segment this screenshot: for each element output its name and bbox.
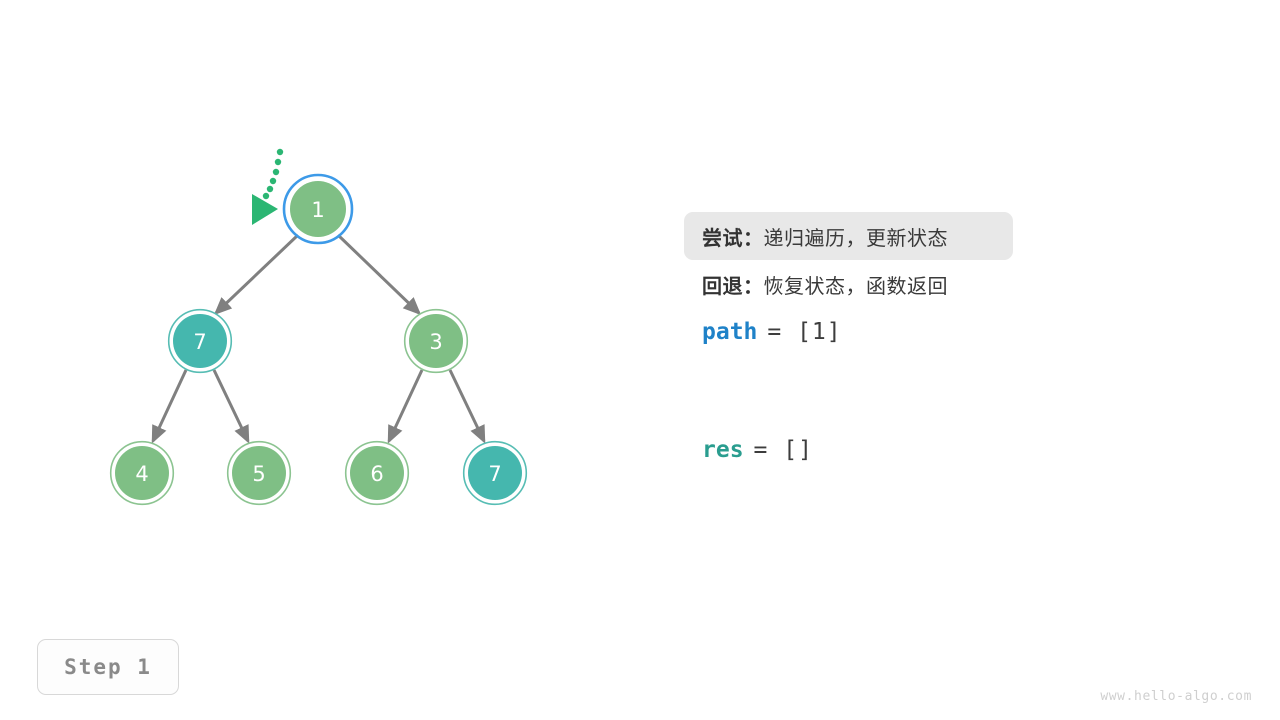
node-value: 7: [193, 330, 206, 354]
res-variable-name: res: [702, 437, 744, 463]
edge-3-to-6: [387, 369, 424, 444]
node-value: 1: [311, 198, 324, 222]
node-highlight-ring: [282, 173, 354, 245]
traversal-pointer-icon: [252, 148, 284, 225]
node-ring: [285, 176, 351, 242]
path-variable-value: = [1]: [767, 319, 842, 345]
node-ring-inner: [111, 442, 173, 504]
backtrack-phase-text: 恢复状态，函数返回: [763, 273, 948, 298]
tree-node-5[interactable]: 5: [226, 440, 292, 506]
state-info-panel: 尝试： 递归遍历，更新状态 回退： 恢复状态，函数返回 path = [1] r…: [684, 212, 1104, 474]
step-badge: Step 1: [37, 639, 179, 695]
node-value: 3: [429, 330, 442, 354]
edge-3-to-7: [448, 369, 486, 444]
node-ring: [462, 440, 528, 506]
node-circle: [115, 446, 169, 500]
res-variable-value: = []: [753, 437, 813, 463]
node-circle: [350, 446, 404, 500]
res-variable-row: res = []: [684, 426, 1104, 474]
tree-node-7-right[interactable]: 7: [462, 440, 528, 506]
node-circle: [290, 181, 346, 237]
node-ring: [403, 308, 469, 374]
backtrack-phase-label: 回退：: [702, 273, 764, 298]
node-ring: [344, 440, 410, 506]
try-phase-row: 尝试： 递归遍历，更新状态: [684, 212, 1013, 260]
spacer-row: [684, 356, 1104, 426]
node-ring: [167, 308, 233, 374]
path-variable-name: path: [702, 319, 758, 345]
node-ring-inner: [228, 442, 290, 504]
tree-node-7-left[interactable]: 7: [167, 308, 233, 374]
edge-7-to-4: [151, 369, 188, 444]
tree-node-4[interactable]: 4: [109, 440, 175, 506]
node-ring-inner: [464, 442, 526, 504]
backtrack-phase-row: 回退： 恢复状态，函数返回: [684, 260, 1104, 308]
edge-1-to-3: [336, 233, 422, 316]
path-variable-row: path = [1]: [684, 308, 1104, 356]
tree-node-6[interactable]: 6: [344, 440, 410, 506]
node-ring: [226, 440, 292, 506]
node-ring-inner: [405, 310, 467, 372]
tree-node-3[interactable]: 3: [403, 308, 469, 374]
site-watermark: www.hello-algo.com: [1100, 689, 1252, 704]
node-value: 4: [135, 462, 148, 486]
node-value: 7: [488, 462, 501, 486]
node-value: 6: [370, 462, 383, 486]
tree-edges: [151, 233, 486, 444]
try-phase-label: 尝试：: [702, 225, 764, 250]
node-circle: [409, 314, 463, 368]
node-circle: [468, 446, 522, 500]
node-value: 5: [252, 462, 265, 486]
tree-node-1[interactable]: 1: [282, 173, 354, 245]
node-circle: [173, 314, 227, 368]
edge-1-to-7: [213, 233, 300, 316]
edge-7-to-5: [212, 369, 250, 444]
node-ring-inner: [346, 442, 408, 504]
node-circle: [232, 446, 286, 500]
node-ring-inner: [169, 310, 231, 372]
try-phase-text: 递归遍历，更新状态: [763, 225, 948, 250]
node-ring: [109, 440, 175, 506]
